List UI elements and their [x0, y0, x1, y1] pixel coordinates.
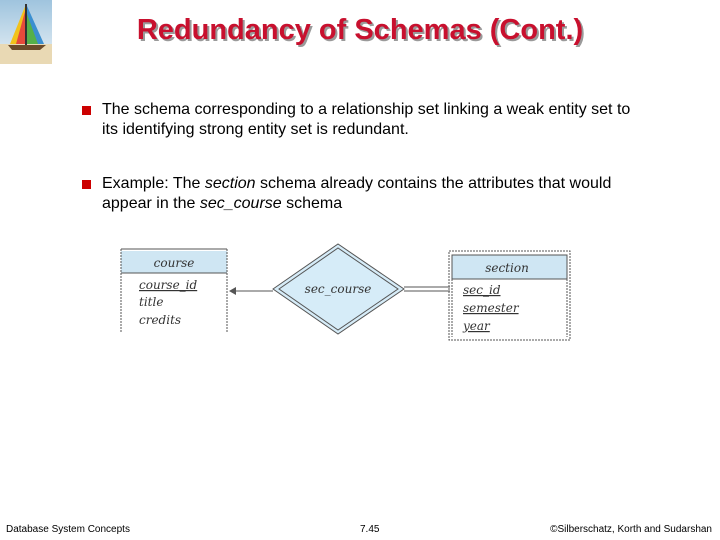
entity-section-attr: semester: [463, 301, 520, 315]
bullet-text: Example: The section schema already cont…: [102, 174, 642, 214]
arrow-head-icon: [229, 287, 236, 295]
entity-course-attr: title: [139, 295, 163, 309]
bullet-square-icon: [82, 180, 91, 189]
bullet-text-tail: schema: [281, 195, 343, 212]
connector-course-relationship: [229, 287, 273, 295]
relationship-name: sec_course: [305, 282, 372, 296]
entity-section-header: [451, 254, 568, 280]
footer-left: Database System Concepts: [6, 524, 130, 535]
sailboat-logo-icon: [0, 0, 52, 64]
bullet-text-lead: Example: The: [102, 175, 205, 192]
entity-course: course course_id title credits: [120, 248, 228, 332]
slide-title: Redundancy of Schemas (Cont.): [136, 14, 584, 46]
entity-course-name: course: [154, 256, 195, 270]
bullet-text-em-section: section: [204, 175, 256, 192]
relationship-sec-course: sec_course: [272, 243, 405, 335]
bullet-text: The schema corresponding to a relationsh…: [102, 101, 631, 138]
bullet-square-icon: [82, 106, 91, 115]
entity-course-attr: course_id: [139, 278, 198, 292]
bullet-text-em-sec-course: sec_course: [199, 195, 282, 212]
entity-section: section sec_id semester year: [448, 250, 571, 341]
connector-relationship-section: [404, 286, 450, 292]
entity-section-name: section: [485, 261, 529, 275]
footer-copyright: ©Silberschatz, Korth and Sudarshan: [550, 524, 712, 535]
entity-course-header: [121, 251, 227, 273]
bullet-item: Example: The section schema already cont…: [82, 174, 642, 214]
entity-section-attr: year: [462, 319, 491, 333]
entity-course-attr: credits: [139, 313, 181, 327]
entity-section-attr: sec_id: [463, 283, 501, 297]
bullet-text-mid: schema already contains the attributes t…: [102, 175, 612, 212]
bullet-item: The schema corresponding to a relationsh…: [82, 100, 642, 140]
footer-page-number: 7.45: [360, 524, 380, 535]
